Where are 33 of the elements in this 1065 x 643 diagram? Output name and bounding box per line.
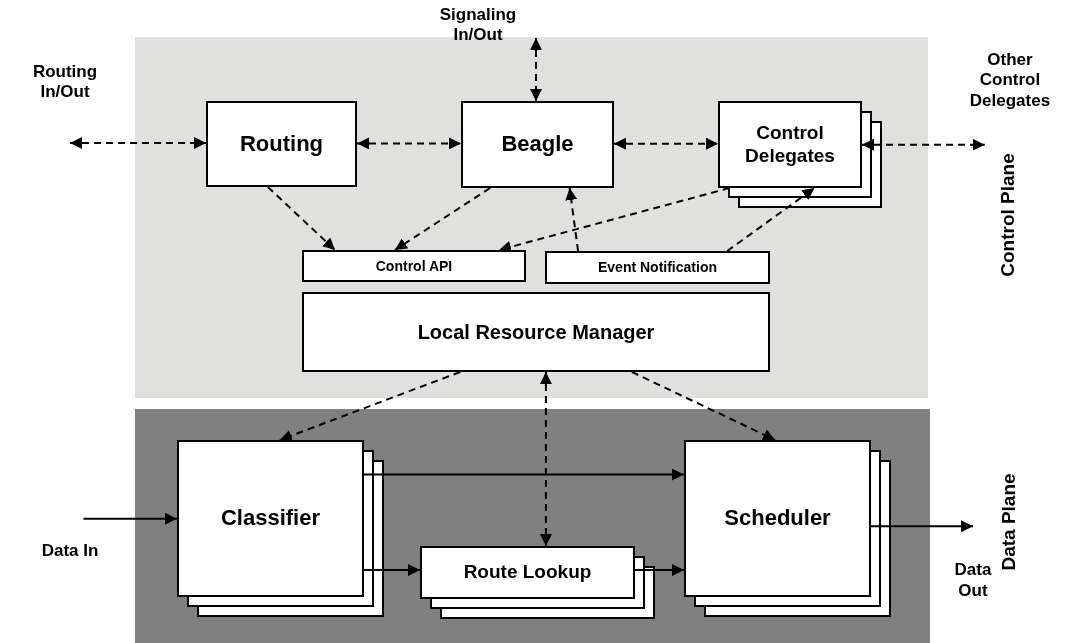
- arrow: [69, 137, 207, 150]
- arrow: [363, 564, 421, 577]
- process-box: Event Notification: [545, 251, 770, 284]
- arrow: [82, 512, 178, 525]
- process-box: Beagle: [461, 101, 614, 188]
- plane-label: Data Plane: [997, 473, 1020, 571]
- process-box: Classifier: [177, 440, 364, 597]
- io-label: Routing In/Out: [20, 62, 110, 143]
- arrow: [726, 187, 816, 252]
- process-box: Scheduler: [684, 440, 871, 597]
- io-label: Data In: [22, 519, 118, 561]
- arrow: [565, 187, 580, 252]
- arrow: [278, 371, 462, 442]
- arrow: [356, 137, 462, 150]
- arrow: [613, 137, 719, 150]
- plane-label: Control Plane: [996, 153, 1019, 277]
- arrow: [634, 564, 685, 577]
- arrow: [861, 138, 986, 151]
- arrow: [530, 37, 542, 102]
- arrow: [363, 468, 685, 481]
- arrow: [393, 187, 492, 251]
- process-box: Routing: [206, 101, 357, 187]
- arrow: [870, 520, 974, 533]
- process-box: Control Delegates: [718, 101, 862, 188]
- arrow: [630, 371, 777, 441]
- io-label: Data Out: [946, 526, 1000, 601]
- process-box: Local Resource Manager: [302, 292, 770, 372]
- arrow: [266, 186, 336, 251]
- process-box: Control API: [302, 250, 526, 282]
- process-box: Route Lookup: [420, 546, 635, 599]
- arrow: [539, 371, 552, 547]
- io-label: Other Control Delegates: [955, 50, 1065, 145]
- io-label: Signaling In/Out: [420, 5, 536, 60]
